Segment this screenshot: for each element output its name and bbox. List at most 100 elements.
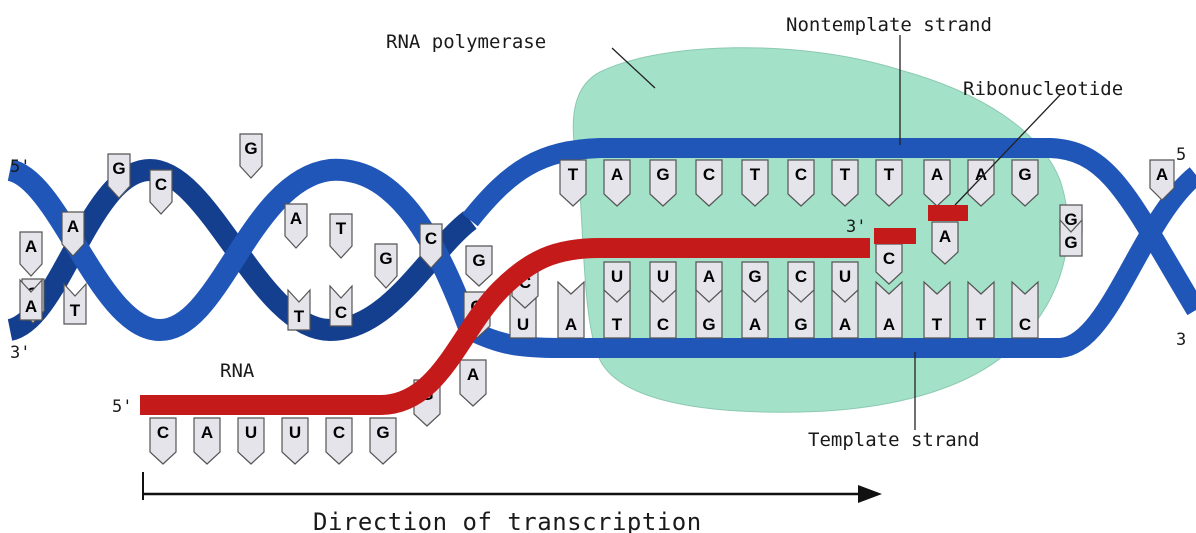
right-end-base: A xyxy=(1149,159,1175,201)
dna-base-left-helix-lower: T xyxy=(63,282,87,325)
incoming-ribonucleotide-base: A xyxy=(931,221,959,265)
dna-base-left-helix: G xyxy=(374,243,398,289)
base-letter: C xyxy=(1019,315,1031,334)
rna-polymerase-label: RNA polymerase xyxy=(386,31,546,53)
base-letter: U xyxy=(657,267,669,286)
base-letter: G xyxy=(112,159,125,178)
base-letter: A xyxy=(290,209,302,228)
ribonucleotide-incoming xyxy=(928,205,968,221)
right-top-end-label: 5 xyxy=(1176,145,1186,165)
base-letter: A xyxy=(931,165,943,184)
nontemplate-base: C xyxy=(787,159,815,207)
base-letter: U xyxy=(245,423,257,442)
left-top-end-label: 5' xyxy=(10,157,30,177)
dna-base-left-helix: C xyxy=(419,223,443,269)
nontemplate-base: A xyxy=(603,159,631,207)
rna-base-paired: G xyxy=(741,261,769,303)
base-letter: A xyxy=(883,315,895,334)
template-strand-label: Template strand xyxy=(808,429,980,451)
base-letter: A xyxy=(1156,165,1168,184)
base-letter: C xyxy=(425,229,437,248)
base-letter: G xyxy=(656,165,669,184)
base-letter: G xyxy=(1018,165,1031,184)
base-letter: C xyxy=(795,267,807,286)
base-letter: A xyxy=(67,217,79,236)
template-base: C xyxy=(1011,280,1039,339)
base-letter: A xyxy=(25,237,37,256)
dna-base-left-helix: A xyxy=(19,231,43,277)
base-letter: G xyxy=(794,315,807,334)
nontemplate-strand-label: Nontemplate strand xyxy=(786,14,992,36)
dna-base-left-helix-lower: T xyxy=(287,288,311,331)
base-letter: A xyxy=(939,227,951,246)
base-letter: G xyxy=(1064,233,1077,252)
rna-tail-base: G xyxy=(369,417,397,465)
rna-base-paired: G xyxy=(465,245,493,287)
base-letter: T xyxy=(70,301,81,320)
base-letter: T xyxy=(976,315,987,334)
base-letter: T xyxy=(294,307,305,326)
template-base: T xyxy=(923,280,951,339)
base-letter: T xyxy=(932,315,943,334)
base-letter: A xyxy=(975,165,987,184)
template-strand xyxy=(465,167,1196,358)
rna-3prime-nucleotide xyxy=(874,228,916,244)
right-bottom-end-label: 3 xyxy=(1176,330,1186,350)
rna-base-paired: U xyxy=(603,261,631,303)
base-letter: U xyxy=(839,267,851,286)
dna-base-left-helix-lower: C xyxy=(329,284,353,327)
rna-base-paired: A xyxy=(695,261,723,303)
dna-base-left-helix: T xyxy=(329,213,353,259)
base-letter: T xyxy=(612,315,623,334)
dna-base-left-helix-lower: A xyxy=(19,278,43,321)
nontemplate-base: C xyxy=(695,159,723,207)
left-bottom-end-label: 3' xyxy=(10,343,30,363)
rna-tail-base: C xyxy=(149,417,177,465)
base-letter: A xyxy=(703,267,715,286)
rna-base-paired: C xyxy=(787,261,815,303)
base-letter: C xyxy=(657,315,669,334)
rna-label: RNA xyxy=(220,360,255,382)
ribonucleotide-label: Ribonucleotide xyxy=(963,78,1123,100)
ribonucleotide-leader xyxy=(954,94,1061,206)
rna-tail-base: U xyxy=(237,417,265,465)
base-letter: U xyxy=(611,267,623,286)
rna-strand xyxy=(140,238,870,415)
base-letter: A xyxy=(565,315,577,334)
nontemplate-base: T xyxy=(875,159,903,207)
base-letter: A xyxy=(611,165,623,184)
template-base: A xyxy=(557,280,585,339)
direction-label: Direction of transcription xyxy=(313,508,702,533)
rna-tail-base: U xyxy=(281,417,309,465)
base-letter: A xyxy=(25,297,37,316)
base-letter: G xyxy=(379,249,392,268)
nontemplate-base: T xyxy=(741,159,769,207)
rna-5prime-label: 5' xyxy=(112,397,132,417)
base-letter: G xyxy=(376,423,389,442)
base-letter: C xyxy=(157,423,169,442)
base-letter: G xyxy=(748,267,761,286)
template-base: T xyxy=(967,280,995,339)
dna-base-left-helix: A xyxy=(61,211,85,257)
base-letter: C xyxy=(155,175,167,194)
base-letter: T xyxy=(884,165,895,184)
dna-base-left-helix: G xyxy=(239,133,263,179)
dna-base-left-helix: C xyxy=(149,169,173,215)
base-letter: T xyxy=(568,165,579,184)
base-letter: A xyxy=(201,423,213,442)
base-letter: U xyxy=(289,423,301,442)
base-letter: C xyxy=(795,165,807,184)
nontemplate-base: G xyxy=(1011,159,1039,207)
rna-tail-base: A xyxy=(193,417,221,465)
base-letter: G xyxy=(472,251,485,270)
nontemplate-base: G xyxy=(649,159,677,207)
base-letter: C xyxy=(335,303,347,322)
base-letter: A xyxy=(467,365,479,384)
base-letter: T xyxy=(750,165,761,184)
rna-3prime-label: 3' xyxy=(846,217,866,237)
base-letter: G xyxy=(1064,210,1077,229)
rna-base-paired: U xyxy=(649,261,677,303)
base-letter: C xyxy=(703,165,715,184)
base-letter: G xyxy=(702,315,715,334)
